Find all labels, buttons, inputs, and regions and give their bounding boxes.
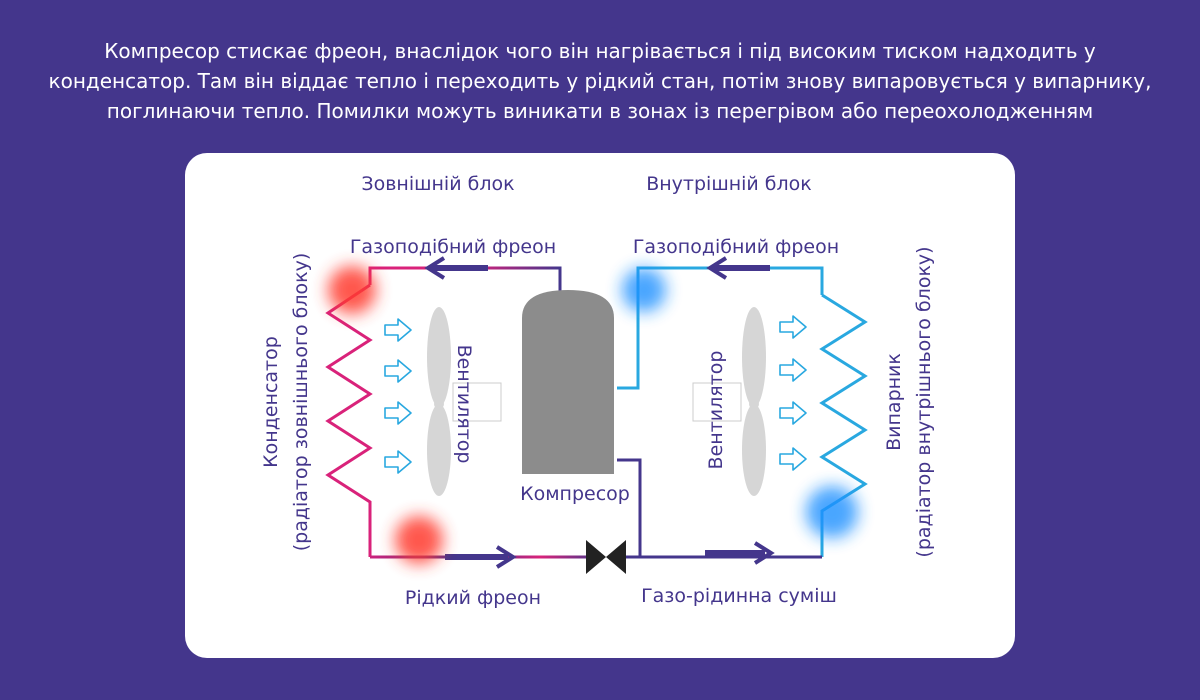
outdoor-unit-label: Зовнішній блок bbox=[361, 173, 514, 195]
flow-arrow-icon bbox=[424, 256, 488, 280]
pipe-right-upper bbox=[617, 266, 824, 390]
airflow-arrow-icon bbox=[779, 315, 807, 339]
airflow-arrow-icon bbox=[384, 401, 412, 425]
pipe-right-lower bbox=[617, 458, 822, 559]
hot-zone-glow bbox=[328, 266, 376, 314]
fan-right-label: Вентилятор bbox=[705, 351, 727, 470]
fan-icon bbox=[692, 307, 766, 496]
fan-left-label: Вентилятор bbox=[453, 345, 475, 464]
compressor-icon bbox=[522, 290, 614, 474]
gas-liquid-mix-label: Газо-рідинна суміш bbox=[641, 585, 837, 607]
airflow-arrow-icon bbox=[384, 359, 412, 383]
airflow-arrow-icon bbox=[384, 450, 412, 474]
condenser-coil bbox=[325, 283, 373, 557]
pipe-top-left bbox=[368, 266, 562, 295]
airflow-arrow-icon bbox=[779, 401, 807, 425]
flow-arrow-icon bbox=[705, 541, 775, 565]
expansion-valve-icon bbox=[586, 540, 626, 574]
airflow-arrow-icon bbox=[384, 318, 412, 342]
cold-zone-glow bbox=[806, 486, 858, 538]
airflow-arrows-left bbox=[384, 318, 412, 474]
fan-icon bbox=[427, 307, 502, 496]
gas-freon-right-label: Газоподібний фреон bbox=[633, 236, 839, 258]
flow-arrow-icon bbox=[445, 545, 517, 569]
caption-text: Компресор стискає фреон, внаслідок чого … bbox=[48, 39, 1152, 123]
airflow-arrow-icon bbox=[779, 358, 807, 382]
indoor-unit-label: Внутрішній блок bbox=[646, 173, 812, 195]
compressor-label: Компресор bbox=[520, 483, 630, 505]
airflow-arrow-icon bbox=[779, 447, 807, 471]
hot-zone-glow bbox=[395, 516, 443, 564]
flow-arrow-icon bbox=[706, 256, 770, 280]
condenser-label: Конденсатор bbox=[260, 336, 282, 468]
evaporator-sub-label: (радіатор внутрішнього блоку) bbox=[913, 246, 935, 557]
condenser-sub-label: (радіатор зовнішнього блоку) bbox=[290, 253, 312, 552]
cold-zone-glow bbox=[622, 268, 666, 312]
liquid-freon-label: Рідкий фреон bbox=[405, 587, 541, 609]
evaporator-label: Випарник bbox=[883, 353, 905, 451]
gas-freon-left-label: Газоподібний фреон bbox=[350, 236, 556, 258]
airflow-arrows-right bbox=[779, 315, 807, 471]
